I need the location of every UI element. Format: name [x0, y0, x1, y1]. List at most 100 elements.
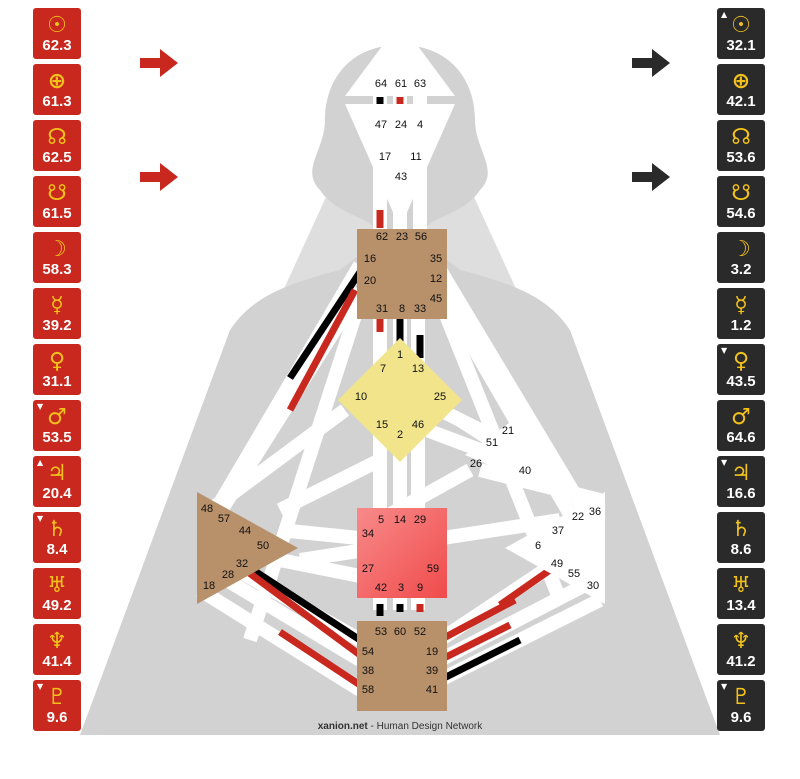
gate-label: 5 [378, 514, 384, 526]
activated-channel-14 [278, 629, 362, 688]
personality-planet-5[interactable]: ☿1.2 [717, 288, 765, 339]
footer-text: - Human Design Network [367, 721, 483, 732]
planet-marker: ▼ [721, 682, 728, 691]
channel-track-17 [276, 453, 384, 517]
planet-symbol-icon: ☿ [734, 292, 748, 318]
gate-label: 49 [551, 558, 563, 570]
channel-track-16 [205, 404, 350, 516]
solar-plexus-center [505, 492, 605, 604]
personality-planet-0[interactable]: ▲☉32.1 [717, 8, 765, 59]
planet-gate-value: 53.5 [42, 428, 72, 446]
planet-symbol-icon: ☉ [47, 12, 67, 38]
planet-gate-value: 42.1 [726, 92, 756, 110]
personality-planet-12[interactable]: ▼♇9.6 [717, 680, 765, 731]
gate-label: 2 [397, 429, 403, 441]
planet-symbol-icon: ☊ [731, 124, 751, 150]
planet-marker: ▼ [721, 346, 728, 355]
planet-symbol-icon: ♂ [731, 404, 751, 430]
planet-symbol-icon: ☋ [47, 180, 67, 206]
personality-planet-11[interactable]: ♆41.2 [717, 624, 765, 675]
design-planet-11[interactable]: ♆41.4 [33, 624, 81, 675]
planet-symbol-icon: ♇ [731, 684, 751, 710]
design-planet-6[interactable]: ♀31.1 [33, 344, 81, 395]
channel-track-11 [433, 266, 597, 524]
personality-planet-2[interactable]: ☊53.6 [717, 120, 765, 171]
gate-label: 45 [430, 293, 442, 305]
head-center [345, 22, 455, 96]
planet-symbol-icon: ♅ [731, 572, 751, 598]
gate-label: 27 [362, 563, 374, 575]
spleen-center [197, 492, 298, 604]
gate-label: 11 [410, 151, 421, 163]
gate-label: 42 [375, 582, 387, 594]
gate-label: 28 [222, 569, 234, 581]
gate-label: 19 [426, 646, 438, 658]
planet-gate-value: 61.5 [42, 204, 72, 222]
gate-label: 57 [218, 513, 230, 525]
design-planet-4[interactable]: ☽58.3 [33, 232, 81, 283]
gate-label: 62 [376, 231, 388, 243]
planet-symbol-icon: ☊ [47, 124, 67, 150]
gate-label: 56 [415, 231, 427, 243]
design-planet-1[interactable]: ⊕61.3 [33, 64, 81, 115]
planet-gate-value: 13.4 [726, 596, 756, 614]
personality-planet-6[interactable]: ▼♀43.5 [717, 344, 765, 395]
ajna-center [345, 104, 455, 228]
design-planet-10[interactable]: ♅49.2 [33, 568, 81, 619]
design-planet-3[interactable]: ☋61.5 [33, 176, 81, 227]
personality-planet-column: ▲☉32.1 ⊕42.1 ☊53.6 ☋54.6 ☽3.2 ☿1.2 ▼♀43.5 ♂64.6… [717, 8, 765, 736]
planet-marker: ▲ [721, 10, 728, 19]
gate-label: 60 [394, 626, 406, 638]
planet-gate-value: 8.6 [730, 540, 752, 558]
design-planet-0[interactable]: ☉62.3 [33, 8, 81, 59]
g-center [338, 338, 462, 462]
personality-planet-3[interactable]: ☋54.6 [717, 176, 765, 227]
gate-label: 16 [364, 253, 376, 265]
gate-label: 37 [552, 525, 564, 537]
planet-gate-value: 9.6 [730, 708, 752, 726]
planet-gate-value: 8.4 [46, 540, 68, 558]
personality-planet-10[interactable]: ♅13.4 [717, 568, 765, 619]
design-planet-7[interactable]: ▼♂53.5 [33, 400, 81, 451]
design-planet-12[interactable]: ▼♇9.6 [33, 680, 81, 731]
gate-label: 33 [414, 303, 426, 315]
planet-symbol-icon: ♅ [47, 572, 67, 598]
gate-label: 54 [362, 646, 374, 658]
personality-planet-1[interactable]: ⊕42.1 [717, 64, 765, 115]
gate-label: 3 [398, 582, 404, 594]
gate-label: 21 [502, 425, 514, 437]
gate-label: 44 [239, 525, 251, 537]
direction-arrow-icon [632, 163, 670, 191]
planet-symbol-icon: ☿ [50, 292, 64, 318]
gate-label: 50 [257, 540, 269, 552]
channel-track-12 [433, 286, 592, 544]
planet-symbol-icon: ⊕ [731, 68, 751, 94]
design-planet-9[interactable]: ▼♄8.4 [33, 512, 81, 563]
gate-label: 47 [375, 119, 387, 131]
planet-symbol-icon: ☉ [731, 12, 751, 38]
planet-gate-value: 61.3 [42, 92, 72, 110]
gate-label: 52 [414, 626, 426, 638]
gate-label: 1 [397, 349, 403, 361]
planet-symbol-icon: ♆ [47, 628, 67, 654]
planet-symbol-icon: ♂ [47, 404, 67, 430]
gate-label: 34 [362, 528, 374, 540]
planet-marker: ▼ [37, 682, 44, 691]
planet-gate-value: 20.4 [42, 484, 72, 502]
gate-label: 23 [396, 231, 408, 243]
personality-planet-8[interactable]: ▼♃16.6 [717, 456, 765, 507]
personality-planet-4[interactable]: ☽3.2 [717, 232, 765, 283]
personality-planet-9[interactable]: ♄8.6 [717, 512, 765, 563]
planet-symbol-icon: ♇ [47, 684, 67, 710]
gate-label: 29 [414, 514, 426, 526]
planet-marker: ▼ [37, 402, 44, 411]
planet-symbol-icon: ♃ [731, 460, 751, 486]
design-planet-5[interactable]: ☿39.2 [33, 288, 81, 339]
personality-planet-7[interactable]: ♂64.6 [717, 400, 765, 451]
design-planet-8[interactable]: ▲♃20.4 [33, 456, 81, 507]
planet-gate-value: 62.5 [42, 148, 72, 166]
design-planet-2[interactable]: ☊62.5 [33, 120, 81, 171]
gate-label: 35 [430, 253, 442, 265]
footer-site[interactable]: xanion.net [317, 721, 368, 732]
